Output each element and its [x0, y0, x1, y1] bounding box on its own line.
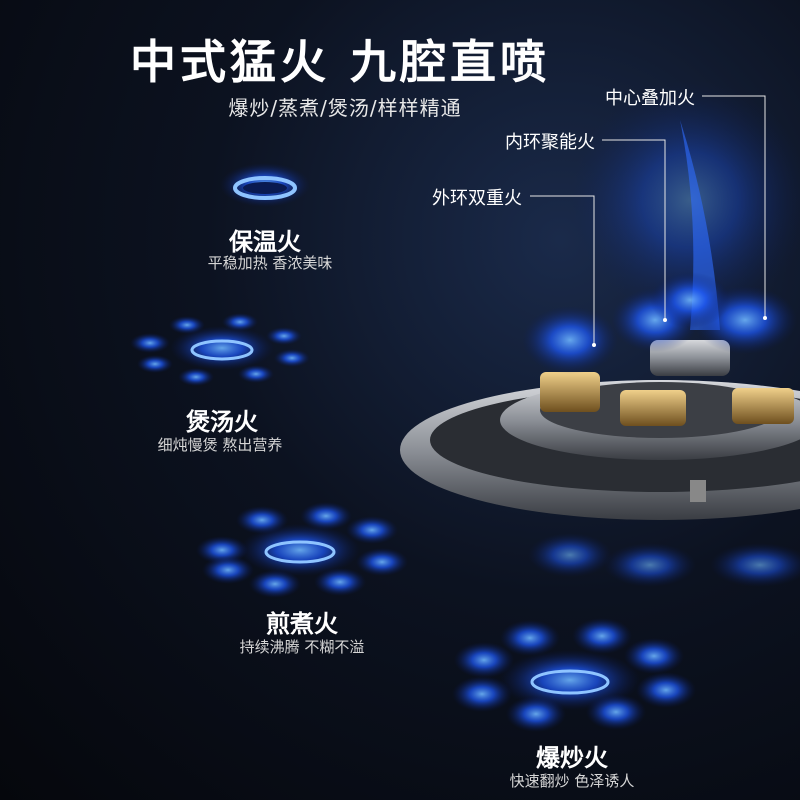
mode-label-soup: 煲汤火 — [186, 408, 258, 436]
callout-lines — [530, 95, 766, 345]
mode-desc-soup: 细炖慢煲 熬出营养 — [157, 436, 283, 454]
page-subtitle: 爆炒/蒸煮/煲汤/样样精通 — [228, 96, 462, 120]
mode-flame-4 — [452, 618, 696, 732]
mode-flame-3 — [196, 502, 408, 598]
callout-outer-flame: 外环双重火 — [432, 188, 522, 209]
callout-dots — [592, 316, 767, 347]
mode-flame-2 — [130, 313, 310, 386]
mode-desc-stir-fry: 快速翻炒 色泽诱人 — [509, 772, 635, 790]
mode-label-keep-warm: 保温火 — [229, 228, 301, 256]
callout-inner-flame: 内环聚能火 — [505, 132, 595, 153]
burner-illustration — [400, 80, 800, 587]
page-title: 中式猛火 九腔直喷 — [129, 35, 550, 89]
mode-label-simmer: 煎煮火 — [266, 610, 338, 638]
mode-desc-simmer: 持续沸腾 不糊不溢 — [239, 638, 365, 656]
mode-desc-keep-warm: 平稳加热 香浓美味 — [207, 254, 333, 272]
mode-label-stir-fry: 爆炒火 — [536, 744, 608, 772]
callout-center-flame: 中心叠加火 — [605, 88, 695, 109]
mode-flame-1 — [220, 163, 310, 207]
